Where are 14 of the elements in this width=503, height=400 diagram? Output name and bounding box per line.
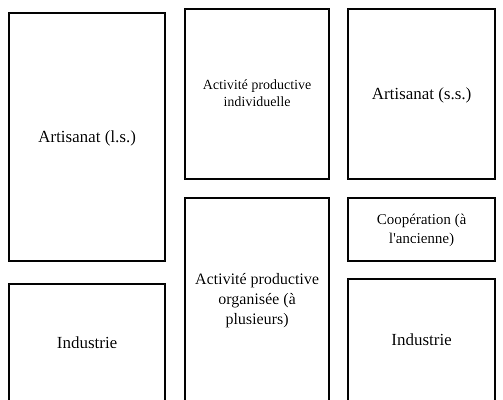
box-label: Activité productive individuelle — [202, 76, 312, 112]
text-box — [347, 8, 496, 180]
box-label: Activité productive organisée (à plusieurs) — [194, 270, 320, 330]
box-label: Industrie — [391, 329, 452, 351]
box-label: Industrie — [56, 332, 118, 354]
box-label: Artisanat (s.s.) — [372, 83, 472, 105]
text-box — [184, 197, 330, 400]
text-box — [8, 283, 166, 400]
text-box — [347, 197, 496, 262]
text-box — [184, 8, 330, 180]
text-box — [347, 278, 496, 400]
box-label: Coopération (à l'ancienne) — [376, 210, 468, 248]
box-label: Artisanat (l.s.) — [38, 126, 136, 148]
text-box — [8, 12, 166, 262]
